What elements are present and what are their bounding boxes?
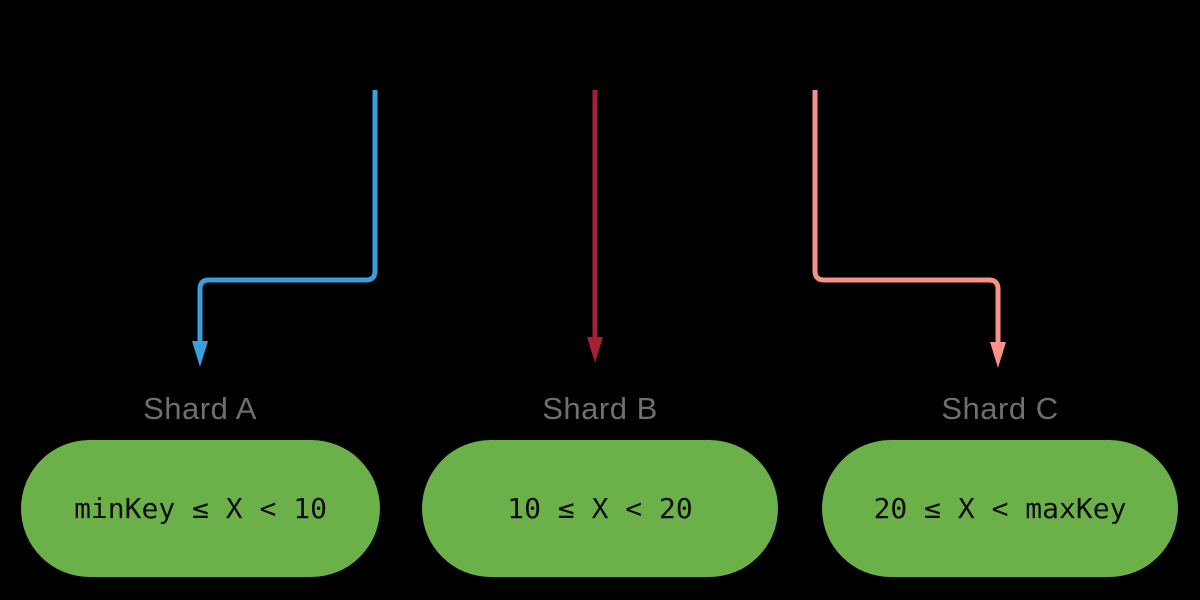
shard-c-range-text: 20 ≤ X < maxKey [873, 492, 1127, 525]
arrowhead-shard-c [990, 342, 1006, 368]
shard-a-range-text: minKey ≤ X < 10 [74, 492, 327, 525]
shard-a-label: Shard A [143, 391, 257, 426]
arrow-shard-c [812, 90, 1001, 343]
shard-c-range-pill: 20 ≤ X < maxKey [822, 440, 1178, 577]
shard-b-label: Shard B [542, 391, 658, 426]
arrowhead-shard-b [587, 337, 603, 363]
shard-b-range-text: 10 ≤ X < 20 [507, 492, 693, 525]
arrow-shard-a [197, 90, 378, 342]
shard-a-range-pill: minKey ≤ X < 10 [21, 440, 380, 577]
shard-b-range-pill: 10 ≤ X < 20 [422, 440, 778, 577]
arrowhead-shard-a [192, 341, 208, 367]
shard-c-label: Shard C [941, 391, 1059, 426]
